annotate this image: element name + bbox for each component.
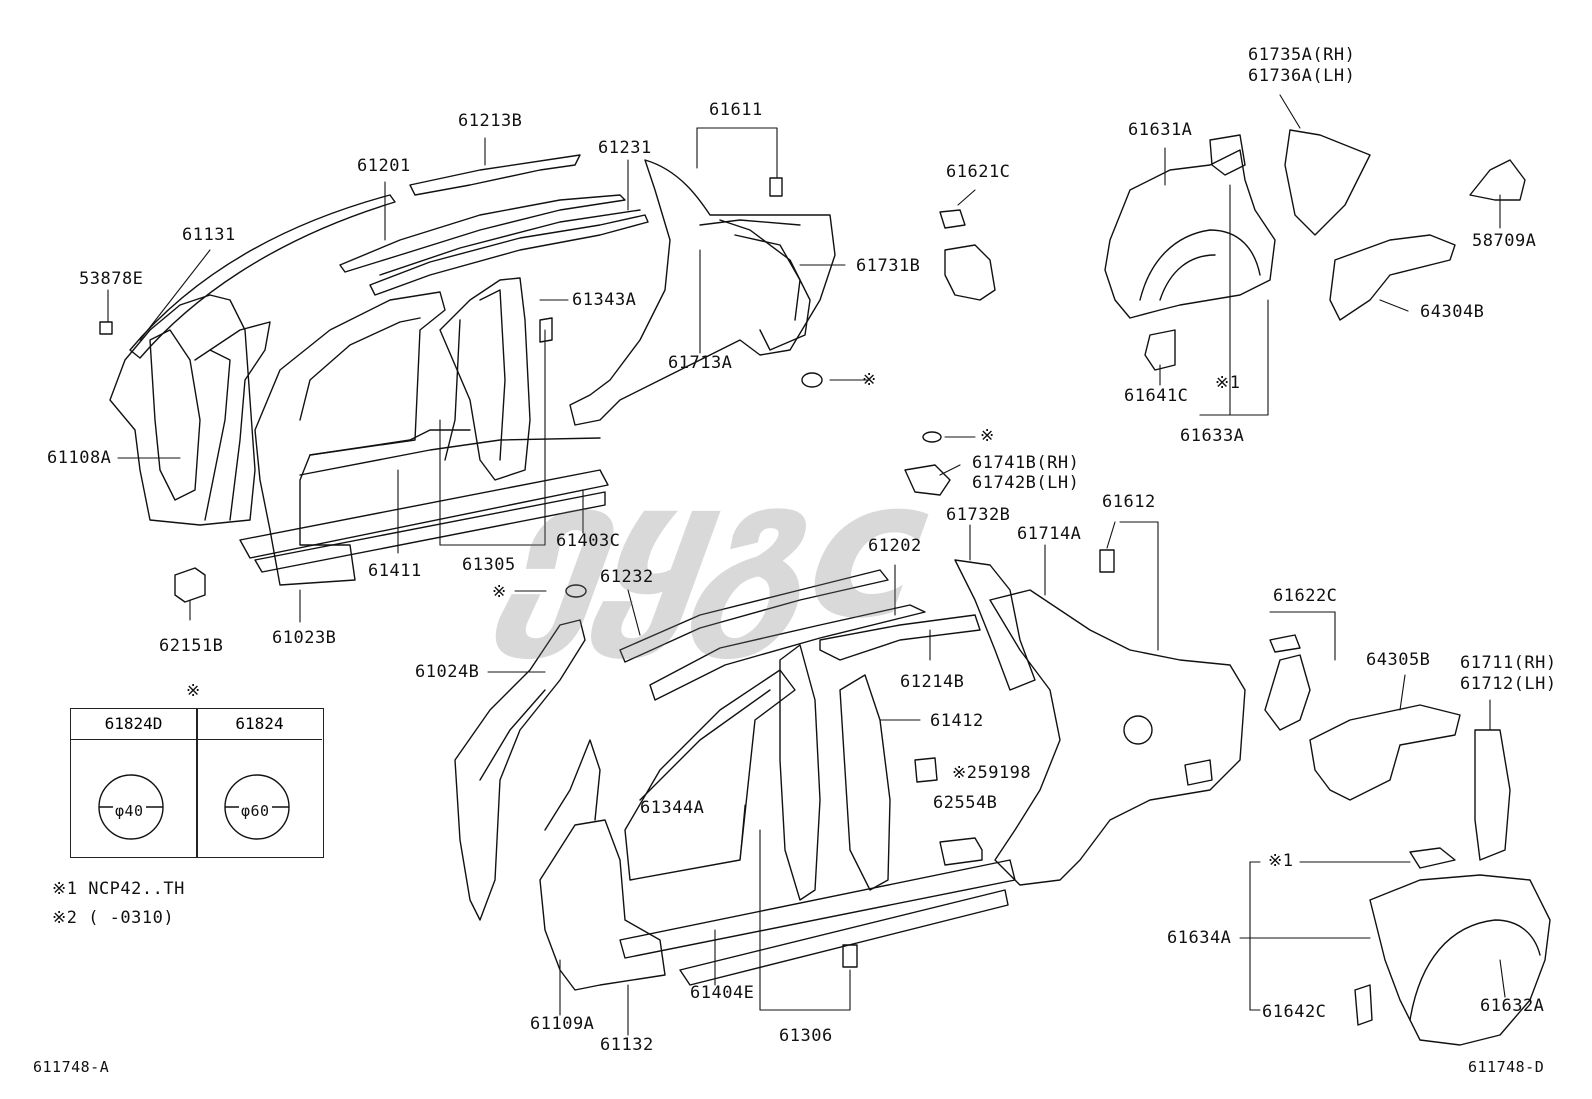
note-1: ※1 NCP42..TH xyxy=(52,879,185,899)
label-64304B: 64304B xyxy=(1420,302,1485,322)
label-61403C: 61403C xyxy=(556,531,621,551)
label-61712: 61712(LH) xyxy=(1460,674,1557,694)
legend-circles xyxy=(98,774,290,840)
label-61731B: 61731B xyxy=(856,256,921,276)
label-61202: 61202 xyxy=(868,536,922,556)
label-61711: 61711(RH) xyxy=(1460,653,1557,673)
legend-col2-header: 61824 xyxy=(197,709,322,740)
label-61713A: 61713A xyxy=(668,353,733,373)
label-61213B: 61213B xyxy=(458,111,523,131)
label-61201: 61201 xyxy=(357,156,411,176)
label-61611: 61611 xyxy=(709,100,763,120)
label-61633A: 61633A xyxy=(1180,426,1245,446)
label-61231: 61231 xyxy=(598,138,652,158)
note-2: ※2 ( -0310) xyxy=(52,908,175,928)
label-61612: 61612 xyxy=(1102,492,1156,512)
label-62554B: 62554B xyxy=(933,793,998,813)
label-61631A: 61631A xyxy=(1128,120,1193,140)
label-61642C: 61642C xyxy=(1262,1002,1327,1022)
label-61132: 61132 xyxy=(600,1035,654,1055)
label-61131: 61131 xyxy=(182,225,236,245)
mark-1-bottom: ※1 xyxy=(1268,851,1294,871)
mark-1-top: ※1 xyxy=(1215,373,1241,393)
label-61632A: 61632A xyxy=(1480,996,1545,1016)
label-61732B: 61732B xyxy=(946,505,1011,525)
legend-mark: ※ xyxy=(186,681,201,701)
label-53878E: 53878E xyxy=(79,269,144,289)
label-61634A: 61634A xyxy=(1167,928,1232,948)
label-61343A: 61343A xyxy=(572,290,637,310)
label-61622C: 61622C xyxy=(1273,586,1338,606)
legend-dia1: φ40 xyxy=(113,802,146,820)
label-62151B: 62151B xyxy=(159,636,224,656)
mark-symbol-top: ※ xyxy=(862,370,877,390)
label-61735A: 61735A(RH) xyxy=(1248,45,1356,65)
leader-lines xyxy=(107,94,1506,1036)
legend-table: 61824D 61824 φ40 φ60 xyxy=(70,708,324,858)
label-259198: ※259198 xyxy=(952,763,1032,783)
label-61023B: 61023B xyxy=(272,628,337,648)
label-61305: 61305 xyxy=(462,555,516,575)
rear-quarter-top-assembly xyxy=(569,159,996,426)
label-61714A: 61714A xyxy=(1017,524,1082,544)
legend-divider xyxy=(196,709,198,857)
label-61736A: 61736A(LH) xyxy=(1248,66,1356,86)
front-side-panel-assembly xyxy=(99,154,649,603)
legend-dia2: φ60 xyxy=(239,802,272,820)
label-61108A: 61108A xyxy=(47,448,112,468)
legend-col1-header: 61824D xyxy=(71,709,196,740)
label-61232: 61232 xyxy=(600,567,654,587)
footer-left-code: 611748-A xyxy=(33,1058,110,1076)
label-61109A: 61109A xyxy=(530,1014,595,1034)
label-61742B: 61742B(LH) xyxy=(972,473,1080,493)
mark-symbol-mid: ※ xyxy=(980,426,995,446)
label-61024B: 61024B xyxy=(415,662,480,682)
label-61741B: 61741B(RH) xyxy=(972,453,1080,473)
label-64305B: 64305B xyxy=(1366,650,1431,670)
label-61404E: 61404E xyxy=(690,983,755,1003)
footer-right-code: 611748-D xyxy=(1468,1058,1545,1076)
rear-side-panel-assembly xyxy=(454,431,1246,991)
mark-symbol-left: ※ xyxy=(492,582,507,602)
label-61411: 61411 xyxy=(368,561,422,581)
label-61214B: 61214B xyxy=(900,672,965,692)
rear-wheelhouse-bottom-assembly xyxy=(1264,634,1551,1046)
label-58709A: 58709A xyxy=(1472,231,1537,251)
label-61306: 61306 xyxy=(779,1026,833,1046)
rear-wheelhouse-top-assembly xyxy=(1104,129,1526,371)
label-61621C: 61621C xyxy=(946,162,1011,182)
label-61344A: 61344A xyxy=(640,798,705,818)
label-61641C: 61641C xyxy=(1124,386,1189,406)
label-61412: 61412 xyxy=(930,711,984,731)
